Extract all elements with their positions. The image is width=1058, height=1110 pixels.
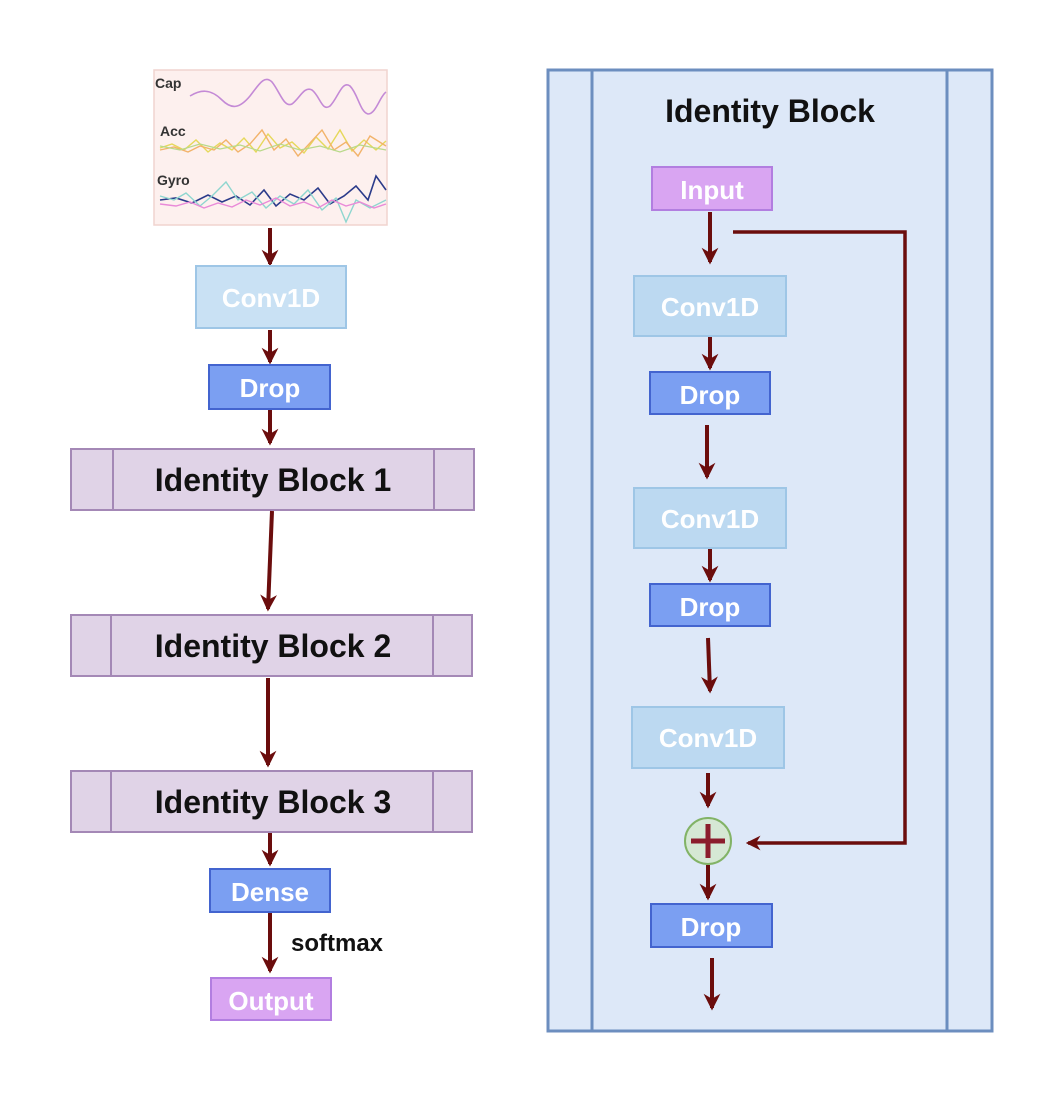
input-node: Input (651, 166, 773, 211)
conv1d-label: Conv1D (222, 283, 320, 313)
gyro-waveform-navy (159, 174, 387, 208)
softmax-label: softmax (291, 930, 384, 957)
gyro-waveform-pink (159, 197, 387, 209)
dense-label: Dense (231, 877, 309, 907)
identity-block-3-label: Identity Block 3 (155, 784, 392, 820)
conv1d-3-label: Conv1D (659, 723, 757, 753)
drop-node: Drop (208, 364, 331, 410)
conv1d-2-label: Conv1D (661, 504, 759, 534)
identity-block-1-label: Identity Block 1 (155, 462, 392, 498)
conv1d-node: Conv1D (195, 265, 347, 329)
drop-label: Drop (240, 373, 301, 403)
conv1d-1-label: Conv1D (661, 292, 759, 322)
conv1d-node-2: Conv1D (633, 487, 787, 549)
identity-block-title: Identity Block (665, 93, 875, 129)
skip-connection-arrow (733, 230, 907, 851)
dense-node: Dense (209, 868, 331, 913)
drop-node-3: Drop (650, 903, 773, 948)
gyro-waveform-teal (159, 180, 387, 224)
cap-waveform (189, 78, 387, 115)
drop-node-2: Drop (649, 583, 771, 627)
drop-node-1: Drop (649, 371, 771, 415)
drop-2-label: Drop (680, 592, 741, 622)
arrow-drop-2-to-conv-3 (701, 637, 718, 694)
acc-waveform-green (159, 143, 387, 153)
arrow-identity-1-to-2 (260, 510, 277, 612)
identity-block-detail-panel: Identity Block (546, 68, 994, 1033)
drop-1-label: Drop (680, 380, 741, 410)
identity-block-1: Identity Block 1 (70, 448, 475, 511)
acc-waveform-orange (159, 128, 387, 158)
acc-label: Acc (160, 123, 186, 139)
add-node (684, 817, 732, 865)
identity-block-2-label: Identity Block 2 (155, 628, 392, 664)
conv1d-node-1: Conv1D (633, 275, 787, 337)
cap-label: Cap (155, 75, 181, 91)
output-node: Output (210, 977, 332, 1021)
output-label: Output (228, 986, 314, 1016)
input-label: Input (680, 175, 744, 205)
drop-3-label: Drop (681, 912, 742, 942)
identity-block-2: Identity Block 2 (70, 614, 473, 677)
gyro-label: Gyro (157, 172, 190, 188)
conv1d-node-3: Conv1D (631, 706, 785, 769)
sensor-signal-thumbnail: Cap Acc Gyro (153, 69, 388, 226)
identity-block-3: Identity Block 3 (70, 770, 473, 833)
